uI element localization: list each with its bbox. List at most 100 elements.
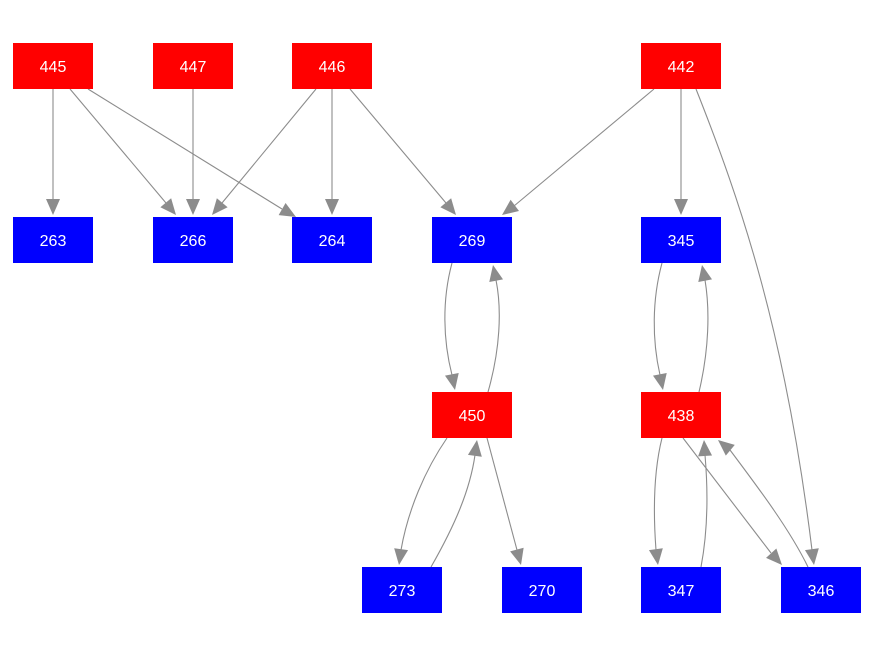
edge-line	[698, 279, 709, 393]
arrowhead-icon	[440, 198, 456, 215]
edge-446-264	[325, 89, 339, 215]
edge-445-266	[69, 88, 176, 215]
node-box[interactable]	[641, 43, 721, 89]
arrowhead-icon	[698, 440, 713, 457]
node-box[interactable]	[432, 392, 512, 438]
node-450[interactable]: 450	[432, 392, 512, 438]
node-270[interactable]: 270	[502, 567, 582, 613]
arrowhead-icon	[674, 199, 688, 215]
arrowhead-icon	[804, 548, 819, 565]
node-label: 347	[668, 583, 695, 600]
node-447[interactable]: 447	[153, 43, 233, 89]
node-442[interactable]: 442	[641, 43, 721, 89]
arrowhead-icon	[718, 440, 735, 456]
edge-345-438	[652, 262, 667, 390]
edge-445-263	[46, 89, 60, 215]
edge-line	[682, 437, 772, 554]
node-345[interactable]: 345	[641, 217, 721, 263]
arrowhead-icon	[394, 548, 409, 565]
arrowhead-icon	[489, 265, 504, 283]
arrowhead-icon	[648, 548, 663, 565]
node-346[interactable]: 346	[781, 567, 861, 613]
node-label: 345	[668, 233, 695, 250]
edge-447-266	[186, 89, 200, 215]
edge-line	[486, 437, 518, 551]
node-label: 270	[529, 583, 556, 600]
arrowhead-icon	[160, 198, 176, 215]
arrowhead-icon	[46, 199, 60, 215]
arrowhead-icon	[652, 372, 667, 390]
nodes-layer: 445 447 446 442 263 266 264 269 345 450 438 273 270 3…	[13, 43, 861, 613]
edge-line	[513, 88, 655, 207]
edge-346-438	[718, 440, 809, 568]
arrowhead-icon	[510, 547, 524, 565]
node-label: 346	[808, 583, 835, 600]
node-269[interactable]: 269	[432, 217, 512, 263]
arrowhead-icon	[325, 199, 339, 215]
node-box[interactable]	[13, 43, 93, 89]
edge-line	[221, 88, 317, 204]
edge-442-269	[502, 88, 655, 215]
edge-347-438	[698, 440, 713, 568]
node-438[interactable]: 438	[641, 392, 721, 438]
edge-273-450	[430, 440, 482, 568]
arrowhead-icon	[467, 440, 482, 457]
node-347[interactable]: 347	[641, 567, 721, 613]
node-box[interactable]	[502, 567, 582, 613]
arrowhead-icon	[444, 372, 459, 390]
arrowhead-icon	[766, 548, 782, 565]
node-label: 263	[40, 233, 67, 250]
edge-line	[349, 88, 447, 204]
node-box[interactable]	[641, 392, 721, 438]
node-box[interactable]	[153, 43, 233, 89]
node-box[interactable]	[153, 217, 233, 263]
node-273[interactable]: 273	[362, 567, 442, 613]
node-box[interactable]	[362, 567, 442, 613]
node-box[interactable]	[432, 217, 512, 263]
edge-445-264	[87, 88, 296, 217]
edge-line	[700, 454, 708, 568]
edge-line	[430, 454, 476, 568]
arrowhead-icon	[212, 198, 228, 215]
node-box[interactable]	[292, 217, 372, 263]
node-label: 438	[668, 408, 695, 425]
edge-450-273	[394, 437, 448, 565]
node-label: 450	[459, 408, 486, 425]
node-264[interactable]: 264	[292, 217, 372, 263]
edge-446-269	[349, 88, 456, 215]
edge-line	[653, 262, 663, 376]
arrowhead-icon	[186, 199, 200, 215]
edge-446-266	[212, 88, 317, 215]
node-266[interactable]: 266	[153, 217, 233, 263]
arrowhead-icon	[502, 199, 519, 215]
node-box[interactable]	[13, 217, 93, 263]
edge-line	[400, 437, 448, 551]
edges-layer	[46, 88, 819, 568]
edge-line	[444, 262, 453, 376]
node-263[interactable]: 263	[13, 217, 93, 263]
node-box[interactable]	[292, 43, 372, 89]
edge-438-346	[682, 437, 782, 565]
node-446[interactable]: 446	[292, 43, 372, 89]
edge-line	[729, 449, 809, 568]
arrowhead-icon	[278, 202, 296, 217]
node-label: 266	[180, 233, 207, 250]
node-label: 264	[319, 233, 346, 250]
node-label: 442	[668, 59, 695, 76]
node-box[interactable]	[641, 217, 721, 263]
node-box[interactable]	[781, 567, 861, 613]
edge-438-347	[648, 437, 663, 565]
edge-line	[695, 88, 813, 551]
edge-line	[69, 88, 167, 204]
edge-450-269	[487, 265, 504, 393]
node-box[interactable]	[641, 567, 721, 613]
edge-269-450	[444, 262, 459, 390]
arrowhead-icon	[698, 265, 713, 283]
edge-line	[87, 88, 283, 210]
node-445[interactable]: 445	[13, 43, 93, 89]
edge-line	[653, 437, 663, 551]
node-label: 273	[389, 583, 416, 600]
edge-442-345	[674, 89, 688, 215]
edge-438-345	[698, 265, 713, 393]
